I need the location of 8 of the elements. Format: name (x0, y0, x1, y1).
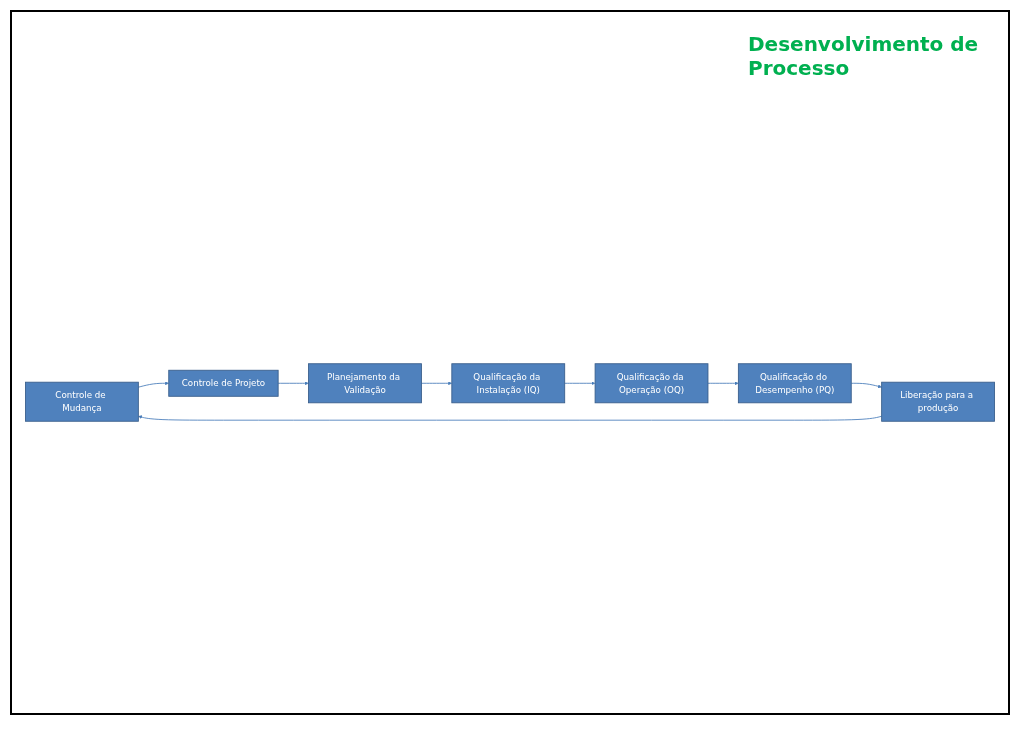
node-box: Planejamento da Validação (308, 363, 422, 404)
node-box: Liberação para a produção (881, 381, 995, 422)
note-text: Desenvolvimento de Processo (748, 32, 980, 80)
node-box: Qualificação da Instalação (IQ) (451, 363, 566, 404)
node-box: Controle de Mudança (25, 381, 139, 422)
node-box: Controle de Projeto (168, 369, 279, 397)
node-box: Qualificação do Desempenho (PQ) (737, 363, 852, 404)
node-box: Qualificação da Operação (OQ) (594, 363, 709, 404)
